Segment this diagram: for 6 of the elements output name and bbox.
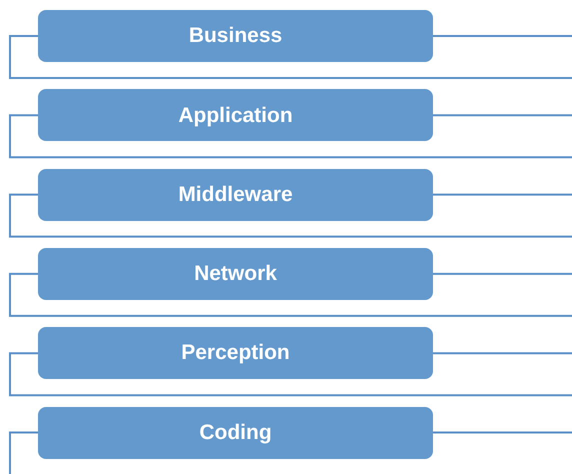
layer-box: Middleware [38, 168, 433, 221]
layer-box: Coding [38, 406, 433, 458]
layer-box: Application [38, 89, 433, 142]
layer-box: Perception [38, 327, 433, 380]
layer-box: Business [38, 10, 433, 62]
layer-box: Network [38, 248, 433, 300]
